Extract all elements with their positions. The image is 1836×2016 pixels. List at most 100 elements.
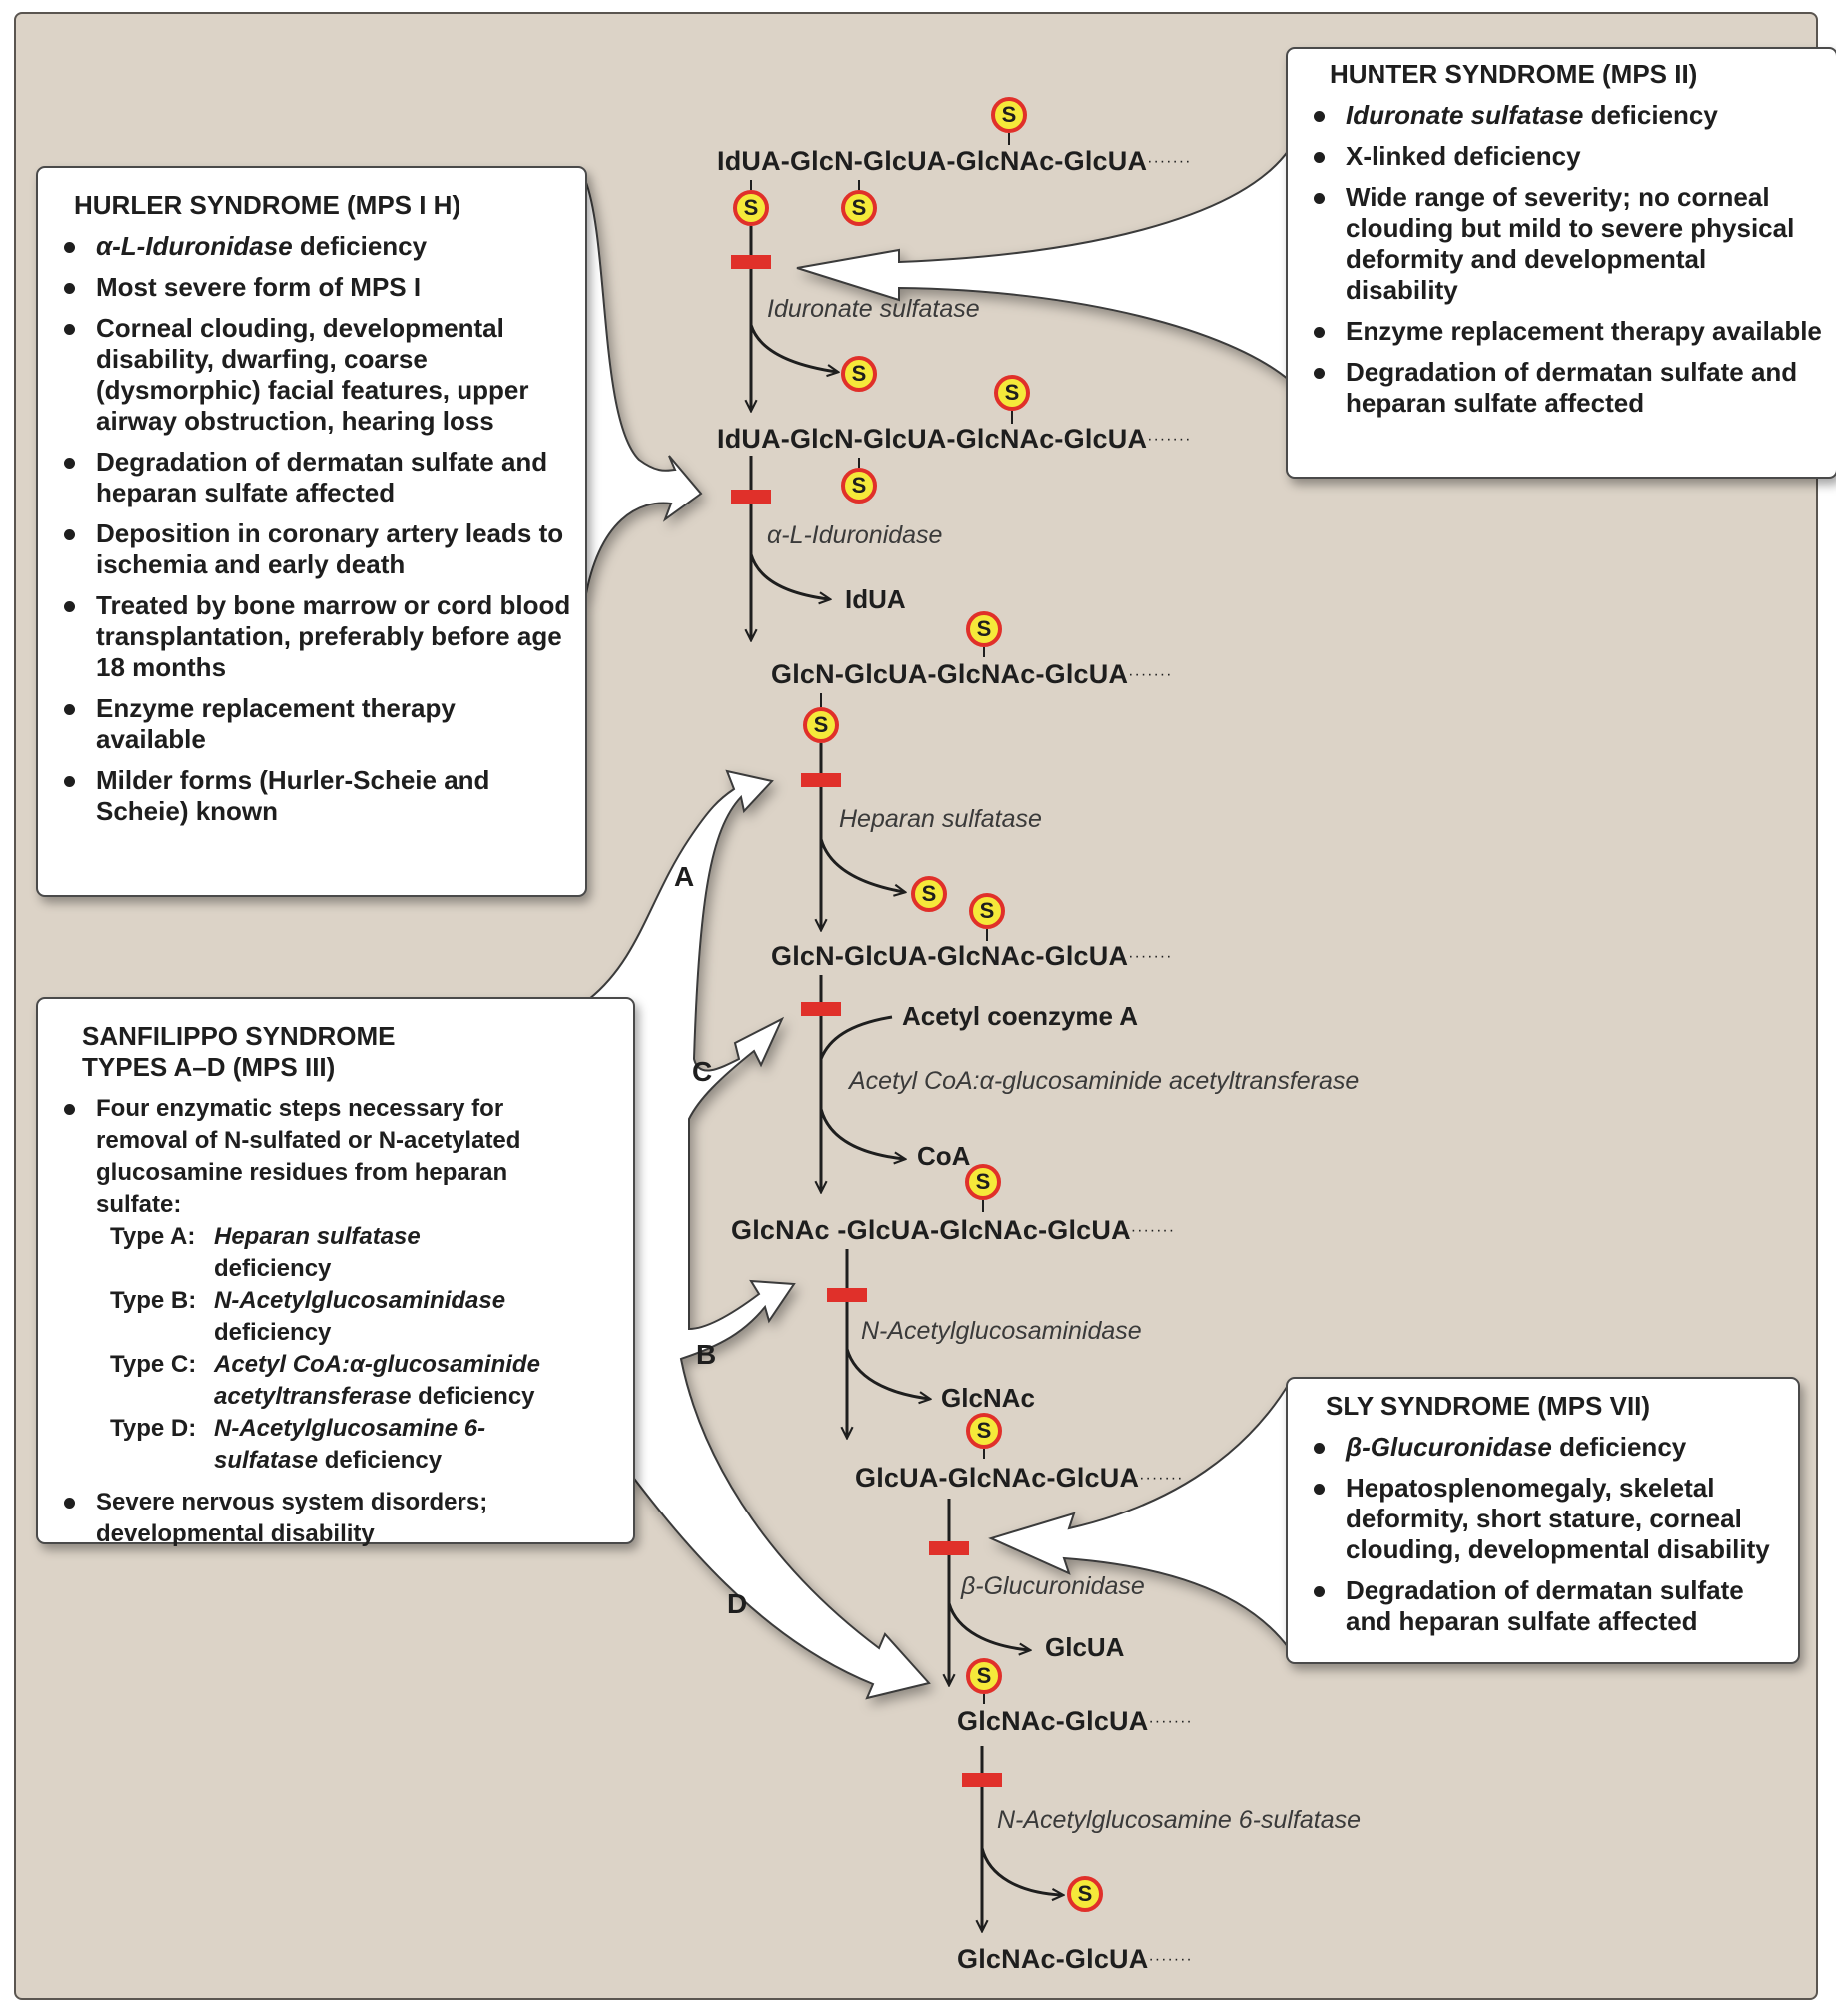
hurler-item: Most severe form of MPS I <box>52 272 571 303</box>
hunter-item: Iduronate sulfatase deficiency <box>1302 100 1822 131</box>
sly-callout-arrow <box>988 1380 1290 1651</box>
sanfilippo-type-label: Type A: <box>110 1223 196 1250</box>
sanfilippo-type-row: Type C: Acetyl CoA:α-glucosaminide acetyl… <box>110 1349 619 1413</box>
sulfate-icon: S <box>841 356 877 392</box>
sanfilippo-type-row: Type B: N-Acetylglucosaminidase deficienc… <box>110 1285 619 1349</box>
product-label: GlcUA <box>1045 1632 1125 1662</box>
enzyme-block-bar <box>731 255 771 269</box>
sulfate-icon: S <box>803 707 839 743</box>
sulfate-icon: S <box>991 97 1027 133</box>
hunter-item: Wide range of severity; no corneal cloud… <box>1302 182 1822 306</box>
enzyme-label: N-Acetylglucosamine 6-sulfatase <box>997 1806 1362 1834</box>
enzyme-label: Acetyl CoA:α-glucosaminide acetyltransfe… <box>849 1067 1360 1095</box>
product-label: GlcNAc <box>941 1383 1035 1413</box>
hunter-item-text: X-linked deficiency <box>1346 141 1581 171</box>
sanfilippo-type-text: deficiency <box>214 1319 332 1346</box>
oligosaccharide-chain: GlcN-GlcUA-GlcNAc-GlcUA······· <box>771 941 1172 972</box>
enzyme-label: β-Glucuronidase <box>961 1572 1145 1600</box>
sulfate-icon: S <box>966 1658 1002 1694</box>
arrow-letter-d: D <box>727 1588 748 1619</box>
sanfilippo-type-desc: N-Acetylglucosaminidase deficiency <box>214 1285 543 1349</box>
sanfilippo-list: Four enzymatic steps necessary for remov… <box>52 1093 619 1550</box>
chain-continuation-dots: ······· <box>1128 948 1173 965</box>
hurler-item: Treated by bone marrow or cord blood tra… <box>52 590 571 683</box>
sulfate-icon: S <box>911 876 947 912</box>
enzyme-label: N-Acetylglucosaminidase <box>861 1317 1142 1345</box>
sanfilippo-type-desc: Acetyl CoA:α-glucosaminide acetyltransfe… <box>214 1349 543 1413</box>
hurler-title: HURLER SYNDROME (MPS I H) <box>74 190 461 220</box>
hurler-item-text: Deposition in coronary artery leads to i… <box>96 518 564 579</box>
sulfate-icon: S <box>1067 1876 1103 1912</box>
chain-continuation-dots: ······· <box>1148 1951 1193 1968</box>
sulfate-icon: S <box>965 1164 1001 1200</box>
release-arrow <box>845 1348 929 1399</box>
sulfate-icon: S <box>969 893 1005 929</box>
hurler-item: Corneal clouding, developmental disabili… <box>52 313 571 437</box>
sly-enzyme-name: β-Glucuronidase <box>1346 1432 1552 1462</box>
product-label: IdUA <box>845 584 906 614</box>
sly-item-text: Hepatosplenomegaly, skeletal deformity, … <box>1346 1473 1770 1564</box>
release-arrow <box>819 1108 904 1159</box>
hunter-item: Enzyme replacement therapy available <box>1302 316 1822 347</box>
enzyme-label: Heparan sulfatase <box>839 805 1042 833</box>
enzyme-label: Iduronate sulfatase <box>767 295 980 323</box>
hunter-item: X-linked deficiency <box>1302 141 1822 172</box>
chain-residues: GlcN-GlcUA-GlcNAc-GlcUA <box>771 941 1129 971</box>
oligosaccharide-chain: GlcNAc -GlcUA-GlcNAc-GlcUA······· <box>731 1215 1175 1246</box>
sanfilippo-syndrome-box: SANFILIPPO SYNDROME TYPES A–D (MPS III) … <box>36 997 635 1547</box>
chain-residues: GlcNAc -GlcUA-GlcNAc-GlcUA <box>731 1215 1131 1245</box>
hurler-item: Deposition in coronary artery leads to i… <box>52 518 571 580</box>
hunter-item-text: deficiency <box>1583 100 1718 130</box>
oligosaccharide-chain: IdUA-GlcN-GlcUA-GlcNAc-GlcUA······· <box>717 146 1191 177</box>
hunter-callout-arrow <box>796 146 1290 383</box>
sanfilippo-type-row: Type A: Heparan sulfatase deficiency <box>110 1221 619 1285</box>
sanfilippo-type-desc: N-Acetylglucosamine 6-sulfatase deficien… <box>214 1413 543 1477</box>
hunter-item: Degradation of dermatan sulfate and hepa… <box>1302 357 1822 419</box>
enzyme-block-bar <box>929 1541 969 1555</box>
sanfilippo-type-label: Type B: <box>110 1287 197 1314</box>
arrow-letter-b: B <box>696 1339 717 1370</box>
sanfilippo-title-1: SANFILIPPO SYNDROME <box>82 1021 396 1051</box>
sanfilippo-type-enzyme: N-Acetylglucosamine 6-sulfatase <box>214 1415 486 1474</box>
hunter-enzyme-name: Iduronate sulfatase <box>1346 100 1584 130</box>
sulfate-icon: S <box>841 190 877 226</box>
sly-item-text: Degradation of dermatan sulfate and hepa… <box>1346 1575 1744 1636</box>
sly-syndrome-box: SLY SYNDROME (MPS VII) β-Glucuronidase d… <box>1286 1377 1800 1664</box>
sanfilippo-item: Four enzymatic steps necessary for remov… <box>52 1093 619 1477</box>
sanfilippo-type-enzyme: N-Acetylglucosaminidase <box>214 1287 506 1314</box>
hurler-item-text: Degradation of dermatan sulfate and hepa… <box>96 447 548 507</box>
acetyl-input-curve <box>819 1015 893 1060</box>
sulfate-icon: S <box>966 1413 1002 1449</box>
sanfilippo-title-2: TYPES A–D (MPS III) <box>82 1052 336 1082</box>
sulfate-icon: S <box>841 468 877 504</box>
hurler-item-text: Treated by bone marrow or cord blood tra… <box>96 590 571 682</box>
sly-item: Hepatosplenomegaly, skeletal deformity, … <box>1302 1473 1788 1565</box>
hurler-item-text: deficiency <box>292 231 428 261</box>
sulfate-icon: S <box>733 190 769 226</box>
hunter-item-text: Degradation of dermatan sulfate and hepa… <box>1346 357 1798 418</box>
oligosaccharide-chain: IdUA-GlcN-GlcUA-GlcNAc-GlcUA······· <box>717 424 1191 455</box>
release-arrow <box>819 838 904 892</box>
sanfilippo-type-label: Type D: <box>110 1415 197 1442</box>
chain-continuation-dots: ······· <box>1148 1713 1193 1730</box>
chain-continuation-dots: ······· <box>1128 666 1173 683</box>
sanfilippo-intro: Four enzymatic steps necessary for remov… <box>96 1095 521 1218</box>
hurler-item: α-L-Iduronidase deficiency <box>52 231 571 262</box>
chain-residues: GlcNAc-GlcUA <box>957 1706 1149 1736</box>
sanfilippo-type-desc: Heparan sulfatase deficiency <box>214 1221 543 1285</box>
enzyme-label: α-L-Iduronidase <box>767 521 943 549</box>
hurler-item-text: Enzyme replacement therapy available <box>96 693 456 754</box>
release-arrow <box>749 553 829 599</box>
sly-item: β-Glucuronidase deficiency <box>1302 1432 1788 1463</box>
sanfilippo-type-enzyme: Acetyl CoA:α-glucosaminide acetyltransfe… <box>214 1351 540 1410</box>
hurler-item-text: Milder forms (Hurler-Scheie and Scheie) … <box>96 765 490 826</box>
chain-residues: GlcUA-GlcNAc-GlcUA <box>855 1463 1140 1493</box>
sanfilippo-type-label: Type C: <box>110 1351 197 1378</box>
release-arrow <box>980 1847 1062 1895</box>
sanfilippo-type-text: deficiency <box>318 1447 443 1474</box>
enzyme-block-bar <box>962 1773 1002 1787</box>
